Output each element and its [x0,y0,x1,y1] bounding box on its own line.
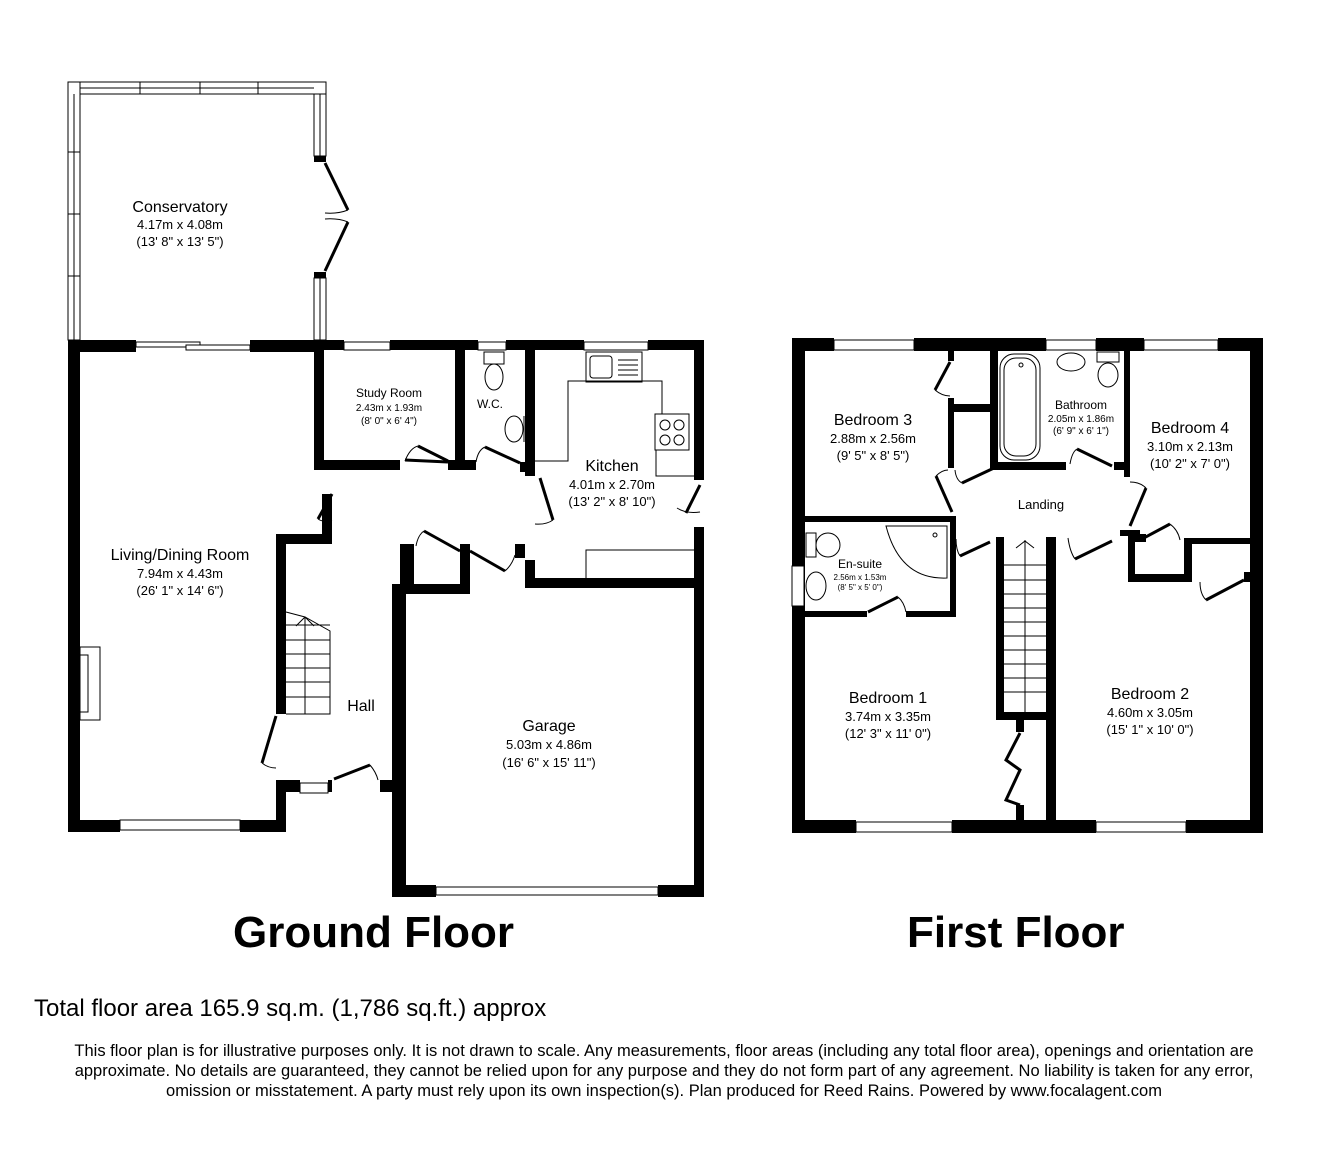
room-imperial-bedroom3: (9' 5" x 8' 5") [837,448,910,463]
first-floor-doors [867,361,1245,807]
ground-floor-stairs [285,611,331,715]
room-metric-ensuite: 2.56m x 1.53m [834,573,887,582]
room-name-conservatory: Conservatory [132,199,227,216]
room-imperial-living: (26' 1" x 14' 6") [136,583,223,598]
room-imperial-ensuite: (8' 5" x 5' 0") [838,583,883,592]
ground-floor-title: Ground Floor [233,908,515,957]
room-metric-bedroom1: 3.74m x 3.35m [845,709,931,724]
ground-floor-doors [260,444,702,781]
room-name-living: Living/Dining Room [111,547,250,564]
kitchen-fixtures [535,351,694,578]
ensuite-fixtures [805,525,948,601]
total-floor-area: Total floor area 165.9 sq.m. (1,786 sq.f… [34,995,547,1022]
room-metric-bathroom: 2.05m x 1.86m [1048,414,1114,425]
wc-fixtures [483,351,525,443]
room-metric-bedroom4: 3.10m x 2.13m [1147,439,1233,454]
room-metric-bedroom3: 2.88m x 2.56m [830,431,916,446]
room-metric-garage: 5.03m x 4.86m [506,737,592,752]
room-name-kitchen: Kitchen [585,458,638,475]
room-name-hall: Hall [347,698,375,715]
room-imperial-study: (8' 0" x 6' 4") [361,416,417,427]
conservatory-glazing [67,81,327,341]
first-floor-plan: Bedroom 3 2.88m x 2.56m (9' 5" x 8' 5") … [791,338,1263,833]
room-name-bedroom2: Bedroom 2 [1111,686,1189,703]
room-name-study: Study Room [356,386,422,400]
room-imperial-bedroom1: (12' 3" x 11' 0") [845,726,931,741]
room-name-bedroom1: Bedroom 1 [849,690,927,707]
room-name-landing: Landing [1018,497,1064,512]
room-imperial-bedroom4: (10' 2" x 7' 0") [1150,456,1230,471]
ground-floor-walls [68,340,704,897]
room-imperial-kitchen: (13' 2" x 8' 10") [568,494,655,509]
room-metric-living: 7.94m x 4.43m [137,566,223,581]
room-name-ensuite: En-suite [838,557,882,571]
bathroom-fixtures [999,351,1120,461]
fireplace-icon [79,646,101,721]
room-name-bathroom: Bathroom [1055,398,1107,412]
room-metric-study: 2.43m x 1.93m [356,403,422,414]
conservatory-french-doors [323,162,350,272]
first-floor-title: First Floor [907,908,1125,957]
room-name-wc: W.C. [477,397,503,411]
room-name-bedroom4: Bedroom 4 [1151,420,1229,437]
room-imperial-conservatory: (13' 8" x 13' 5") [136,234,223,249]
room-imperial-garage: (16' 6" x 15' 11") [502,755,595,770]
first-floor-stairs [1004,540,1046,712]
room-imperial-bedroom2: (15' 1" x 10' 0") [1106,722,1193,737]
first-floor-walls [791,338,1263,833]
room-name-garage: Garage [522,718,575,735]
room-metric-bedroom2: 4.60m x 3.05m [1107,705,1193,720]
ground-floor-plan: Conservatory 4.17m x 4.08m (13' 8" x 13'… [67,81,704,897]
room-imperial-bathroom: (6' 9" x 6' 1") [1053,426,1109,437]
room-metric-conservatory: 4.17m x 4.08m [137,217,223,232]
room-name-bedroom3: Bedroom 3 [834,412,912,429]
room-metric-kitchen: 4.01m x 2.70m [569,477,655,492]
disclaimer-text: This floor plan is for illustrative purp… [74,1042,1254,1100]
